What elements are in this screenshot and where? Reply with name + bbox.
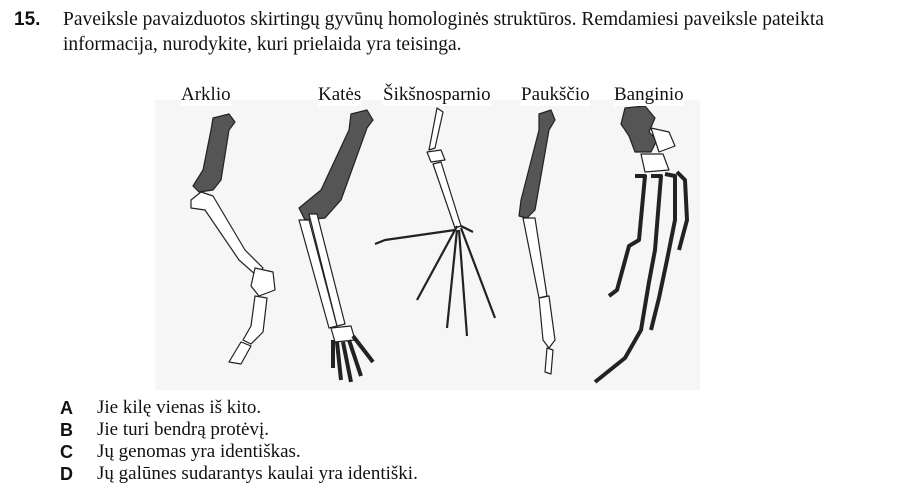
option-a[interactable]: A Jie kilę vienas iš kito. [60,397,418,419]
whale-limb [593,105,689,384]
homologous-structures-figure: Arklio Katės Šikšnosparnio Paukščio Bang… [155,78,700,390]
bird-limb [518,109,556,375]
label-whale: Banginio [614,84,684,106]
question-number: 15. [14,9,41,30]
option-b[interactable]: B Jie turi bendrą protėvį. [60,419,418,441]
option-text: Jie kilę vienas iš kito. [97,397,262,418]
option-text: Jų galūnes sudarantys kaulai yra identiš… [97,463,418,484]
option-text: Jų genomas yra identiškas. [97,441,301,462]
label-cat: Katės [318,84,362,106]
horse-limb [190,113,276,365]
option-c[interactable]: C Jų genomas yra identiškas. [60,441,418,463]
limb-bones-illustration [190,105,689,384]
answer-options: A Jie kilę vienas iš kito. B Jie turi be… [60,397,418,485]
option-letter: C [60,441,73,462]
label-bat: Šikšnosparnio [383,84,491,106]
option-d[interactable]: D Jų galūnes sudarantys kaulai yra ident… [60,463,418,485]
option-text: Jie turi bendrą protėvį. [97,419,270,440]
question-text: Paveiksle pavaizduotos skirtingų gyvūnų … [63,9,824,55]
label-bird: Paukščio [521,84,590,106]
option-letter: D [60,463,73,484]
option-letter: B [60,419,73,440]
label-horse: Arklio [181,84,231,106]
cat-limb [298,109,375,383]
option-letter: A [60,397,73,418]
bat-limb [374,107,497,337]
